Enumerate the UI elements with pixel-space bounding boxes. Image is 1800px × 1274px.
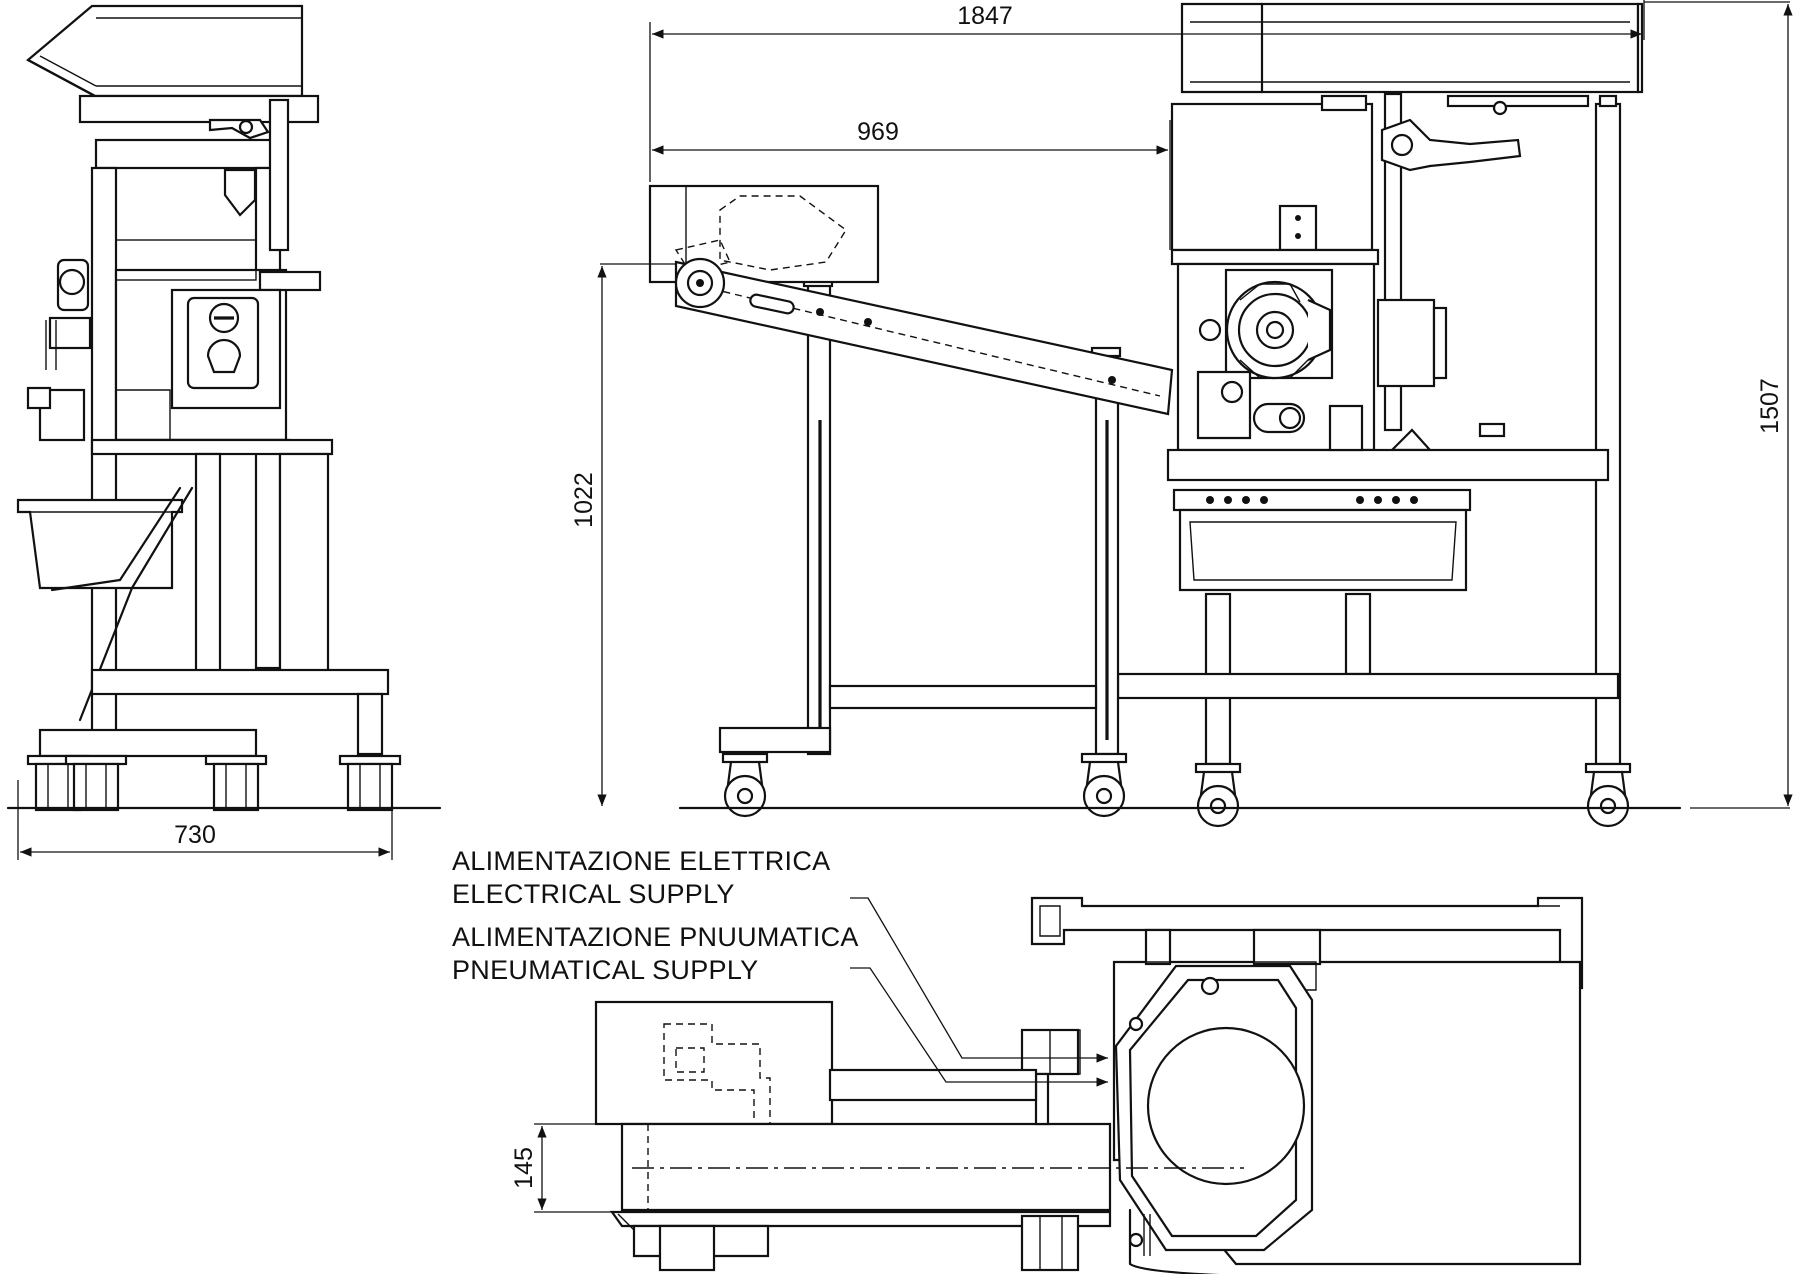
supply-labels: ALIMENTAZIONE ELETTRICA ELECTRICAL SUPPL… (452, 846, 859, 985)
bin-holes (1206, 496, 1418, 504)
label-pneumatic-en: PNEUMATICAL SUPPLY (452, 955, 758, 985)
label-electrical-en: ELECTRICAL SUPPLY (452, 879, 735, 909)
dim-conveyor-height: 1022 (570, 263, 676, 806)
dim-conveyor-height-label: 1022 (570, 472, 598, 528)
dim-side-width-label: 730 (174, 821, 216, 849)
dim-conveyor-length-label: 969 (857, 118, 899, 146)
label-pneumatic-it: ALIMENTAZIONE PNUUMATICA (452, 922, 859, 952)
dim-total-height-label: 1507 (1756, 378, 1784, 434)
supply-leaders (850, 897, 1078, 1083)
dim-belt-width: 145 (510, 1123, 624, 1213)
dim-total-height: 1507 (1644, 1, 1793, 809)
front-view (648, 2, 1644, 828)
dim-belt-width-label: 145 (510, 1147, 538, 1189)
dim-conveyor-length: 969 (652, 118, 1171, 250)
dim-side-width: 730 (17, 780, 393, 860)
dim-total-length: 1847 (649, 0, 1645, 182)
label-electrical-it: ALIMENTAZIONE ELETTRICA (452, 846, 830, 876)
dim-total-length-label: 1847 (957, 2, 1013, 30)
top-view (594, 896, 1584, 1274)
side-view (16, 4, 402, 812)
